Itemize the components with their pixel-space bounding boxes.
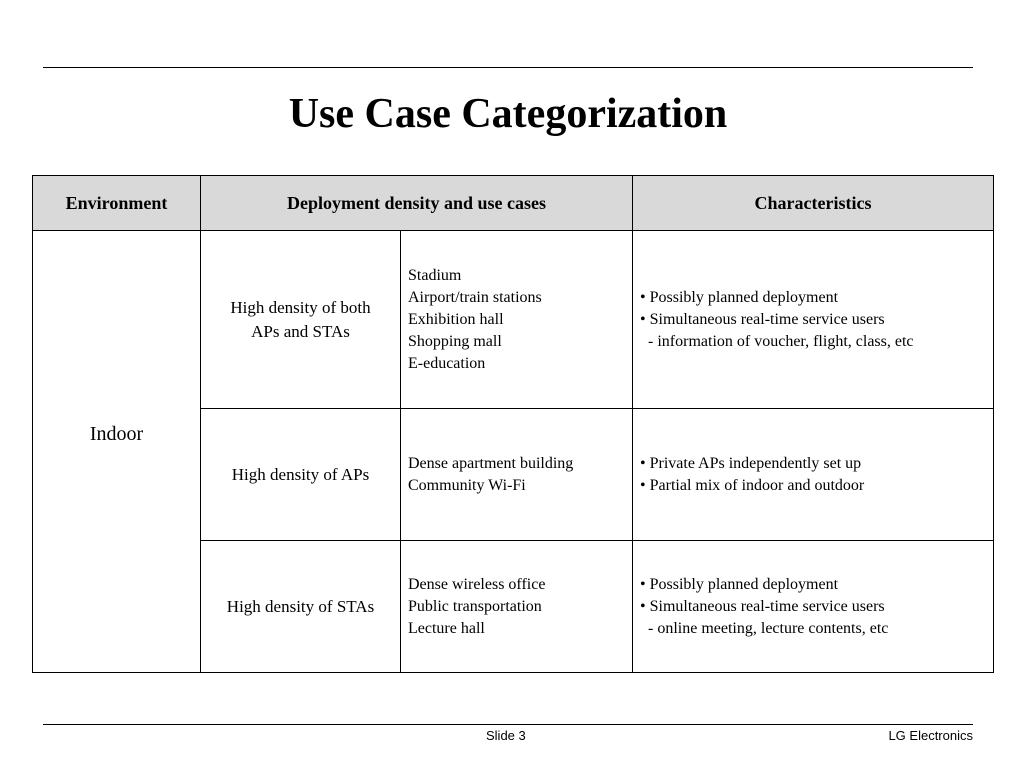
characteristic-item: • Possibly planned deployment (640, 288, 839, 306)
bottom-rule (43, 724, 973, 725)
density-line: High density of APs (231, 464, 370, 484)
table-row: High density of APs Dense apartment buil… (33, 408, 995, 541)
density-cell: High density of APs (200, 408, 401, 541)
characteristics-cell: • Possibly planned deployment • Simultan… (632, 540, 995, 673)
characteristic-item: • Simultaneous real-time service users (640, 597, 885, 615)
characteristic-item: • Partial mix of indoor and outdoor (640, 476, 865, 494)
table-header-row: Environment Deployment density and use c… (32, 175, 995, 231)
density-line: High density of STAs (226, 596, 375, 616)
header-environment: Environment (32, 175, 201, 231)
characteristics-cell: • Possibly planned deployment • Simultan… (632, 230, 995, 409)
slide-title: Use Case Categorization (288, 91, 728, 137)
use-case-item: Dense wireless office (408, 575, 546, 593)
characteristics-cell: • Private APs independently set up • Par… (632, 408, 995, 541)
characteristic-subitem: - information of voucher, flight, class,… (648, 332, 914, 350)
table-row: Indoor High density of both APs and STAs… (32, 230, 995, 673)
characteristic-item: • Simultaneous real-time service users (640, 310, 885, 328)
density-cell: High density of both APs and STAs (200, 230, 401, 409)
environment-label: Indoor (89, 423, 144, 445)
use-cases-cell: Stadium Airport/train stations Exhibitio… (399, 230, 634, 409)
characteristic-item: • Possibly planned deployment (640, 575, 839, 593)
use-case-item: Dense apartment building (408, 454, 574, 472)
use-case-item: Lecture hall (408, 619, 485, 637)
slide-number: Slide 3 (486, 728, 526, 743)
use-case-item: Stadium (408, 266, 462, 284)
use-case-table: Environment Deployment density and use c… (32, 175, 995, 673)
use-cases-cell: Dense apartment building Community Wi-Fi (399, 408, 634, 541)
density-line: APs and STAs (251, 321, 350, 341)
use-case-item: E-education (408, 354, 486, 372)
characteristic-item: • Private APs independently set up (640, 454, 862, 472)
density-cell: High density of STAs (200, 540, 401, 673)
footer-organization: LG Electronics (888, 728, 973, 743)
header-characteristics: Characteristics (632, 175, 995, 231)
use-case-item: Shopping mall (408, 332, 502, 350)
table-row: High density of STAs Dense wireless offi… (33, 540, 995, 673)
density-line: High density of both (230, 297, 371, 317)
characteristic-subitem: - online meeting, lecture contents, etc (648, 619, 889, 637)
environment-cell: Indoor (32, 230, 201, 673)
use-case-item: Public transportation (408, 597, 542, 615)
use-case-item: Exhibition hall (408, 310, 504, 328)
top-rule (43, 67, 973, 68)
use-case-item: Airport/train stations (408, 288, 542, 306)
header-deployment: Deployment density and use cases (199, 175, 634, 231)
use-case-item: Community Wi-Fi (408, 476, 526, 494)
use-cases-cell: Dense wireless office Public transportat… (399, 540, 634, 673)
